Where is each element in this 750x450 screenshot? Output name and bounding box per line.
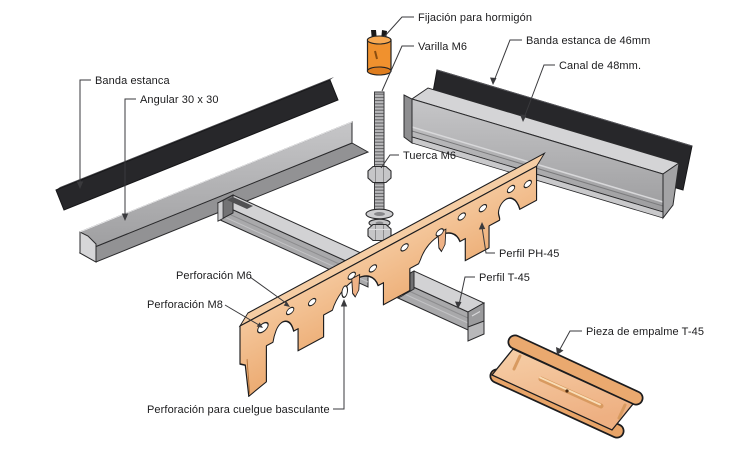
perfil-t45-rail-short-graphic: [396, 270, 486, 342]
label-pieza-empalme-t45: Pieza de empalme T-45: [586, 326, 705, 338]
cuelgue-basculante-hole: [341, 285, 349, 298]
label-fijacion-para-hormigon: Fijación para hormigón: [418, 12, 533, 24]
leader-arrowheads: [76, 77, 564, 355]
varilla-rod-graphic: [374, 91, 385, 213]
label-tuerca-m6: Tuerca M6: [403, 150, 457, 162]
leader-lines: [79, 16, 582, 410]
label-perforacion-cuelgue-basculante: Perforación para cuelgue basculante: [147, 404, 330, 416]
label-perforacion-m6: Perforación M6: [176, 270, 252, 282]
label-banda-estanca: Banda estanca: [95, 75, 170, 87]
fijacion-anchor-graphic: [366, 30, 392, 76]
label-perfil-ph45: Perfil PH-45: [499, 248, 560, 260]
perfil-t45-rail-long-graphic: [216, 194, 385, 288]
label-banda-estanca-46mm: Banda estanca de 46mm: [526, 35, 651, 47]
perfil-ph45-graphic: [238, 151, 546, 397]
label-angular-30x30: Angular 30 x 30: [140, 94, 219, 106]
canal-48-graphic: [403, 87, 681, 220]
pieza-empalme-t45-graphic: [489, 334, 644, 439]
label-canal-48mm: Canal de 48mm.: [559, 60, 642, 72]
tuerca-m6-graphic: [367, 165, 392, 184]
label-varilla-m6: Varilla M6: [418, 41, 468, 53]
label-perforacion-m8: Perforación M8: [147, 299, 223, 311]
label-perfil-t45: Perfil T-45: [479, 272, 531, 284]
